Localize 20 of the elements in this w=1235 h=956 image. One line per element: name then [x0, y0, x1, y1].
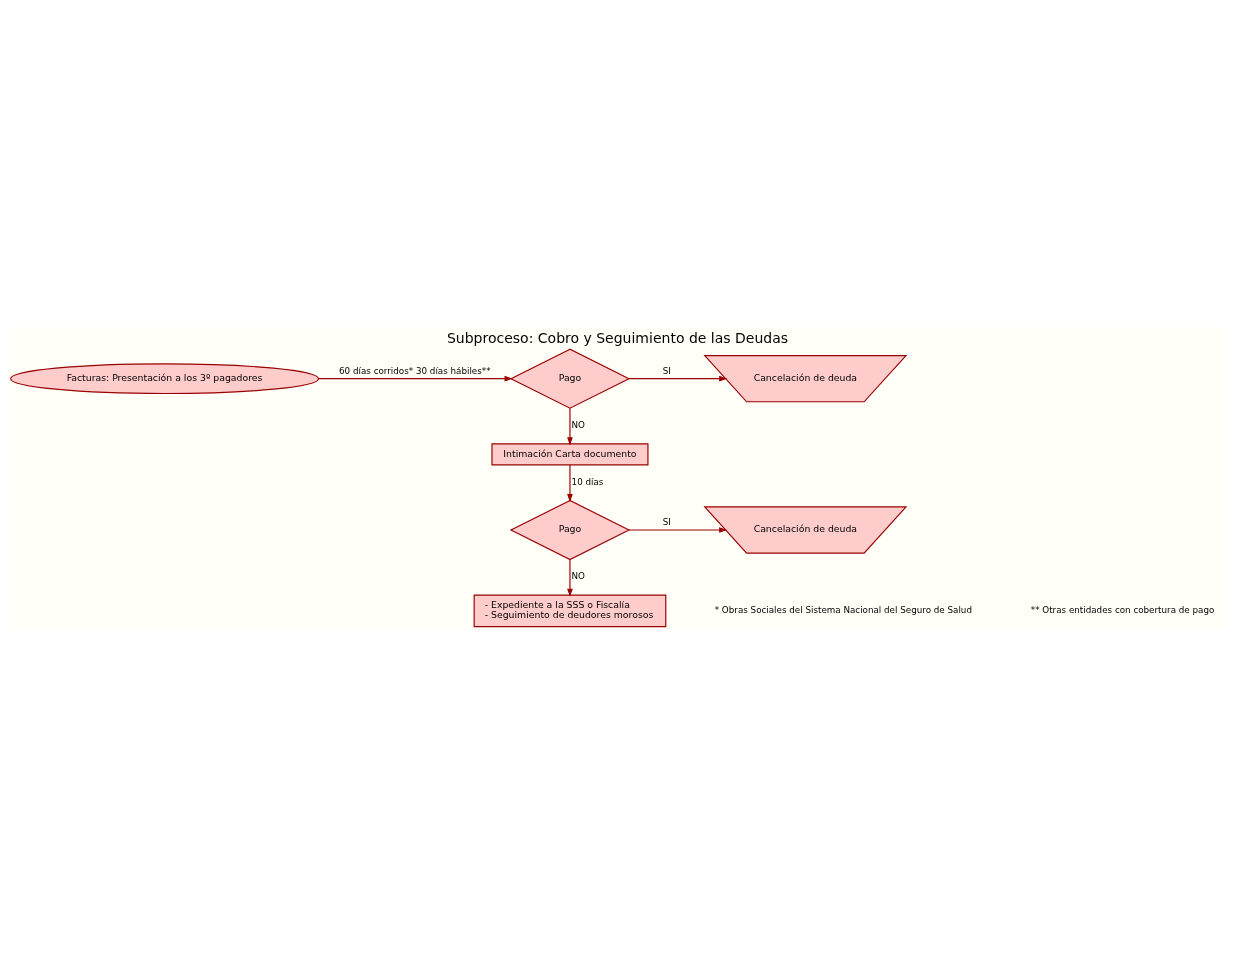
diagram-title: Subproceso: Cobro y Seguimiento de las Deudas: [446, 329, 789, 346]
arrow: [318, 375, 513, 382]
label: * Obras Sociales del Sistema Nacional del Seguro de Salud: [714, 604, 972, 615]
node-box: - Expediente a la SSS o Fiscalía - Seguimiento de deudores morosos: [473, 594, 667, 628]
edge-label: 60 días corridos* 30 días hábiles**: [339, 366, 491, 377]
arrow: [567, 464, 573, 503]
node-box: Intimación Carta documento: [491, 443, 649, 466]
edge-label: NO: [571, 571, 585, 582]
edge-label: NO: [571, 420, 585, 431]
node-diamond: Pago: [509, 348, 631, 409]
node-diamond: Pago: [509, 499, 631, 561]
arrow: [567, 407, 573, 446]
edge-label: 10 días: [571, 476, 604, 487]
node-ellipse: Facturas: Presentación a los 3º pagadores: [10, 363, 320, 395]
edge-label: SI: [662, 366, 671, 377]
arrow: [628, 375, 728, 382]
label: ** Otras entidades con cobertura de pago: [1030, 604, 1215, 615]
arrow: [628, 527, 728, 533]
arrow: [567, 559, 573, 597]
edge-label: SI: [662, 517, 671, 528]
